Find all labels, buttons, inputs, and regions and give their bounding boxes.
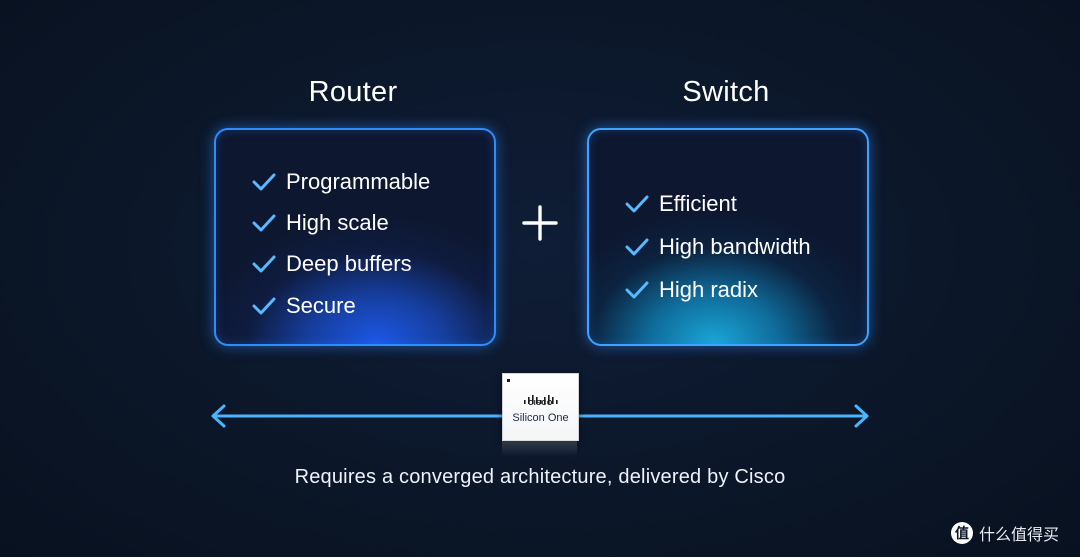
silicon-one-chip: CISCO Silicon One: [502, 373, 579, 441]
switch-feature-list: Efficient High bandwidth High radix: [625, 182, 811, 311]
router-feature-label: Secure: [286, 292, 356, 318]
router-card: Programmable High scale Deep buffers Sec…: [214, 128, 496, 346]
right-arrow-icon: [576, 403, 872, 429]
router-feature-label: High scale: [286, 210, 389, 235]
router-feature: Deep buffers: [252, 243, 430, 284]
switch-feature: Efficient: [625, 182, 811, 225]
check-icon: [625, 279, 649, 301]
router-feature: High scale: [252, 203, 430, 243]
router-feature-label: Deep buffers: [286, 250, 412, 276]
watermark: 值 什么值得买: [951, 521, 1059, 545]
caption: Requires a converged architecture, deliv…: [294, 466, 786, 488]
switch-feature: High bandwidth: [625, 225, 811, 268]
plus-icon: [522, 205, 558, 241]
switch-feature: High radix: [625, 268, 811, 311]
router-feature: Programmable: [252, 160, 430, 203]
cisco-logo-icon: [523, 392, 559, 404]
check-icon: [252, 295, 276, 317]
left-arrow-icon: [208, 403, 504, 429]
chip-reflection: [502, 440, 577, 456]
router-feature-list: Programmable High scale Deep buffers Sec…: [252, 160, 430, 327]
switch-feature-label: High bandwidth: [659, 233, 811, 259]
switch-heading: Switch: [682, 76, 770, 108]
chip-brand: CISCO: [528, 400, 553, 407]
router-feature-label: Programmable: [286, 168, 431, 194]
watermark-logo-icon: 值: [951, 522, 973, 544]
chip-name: Silicon One: [512, 412, 569, 424]
check-icon: [625, 193, 649, 215]
switch-card: Efficient High bandwidth High radix: [587, 128, 869, 346]
watermark-text: 什么值得买: [979, 525, 1060, 544]
check-icon: [252, 171, 276, 193]
switch-feature-label: Efficient: [659, 190, 737, 216]
router-heading: Router: [308, 76, 398, 108]
check-icon: [252, 253, 276, 275]
router-feature: Secure: [252, 284, 430, 327]
chip-pin-marker: [507, 379, 510, 382]
check-icon: [252, 212, 276, 234]
check-icon: [625, 236, 649, 258]
switch-feature-label: High radix: [659, 276, 759, 302]
